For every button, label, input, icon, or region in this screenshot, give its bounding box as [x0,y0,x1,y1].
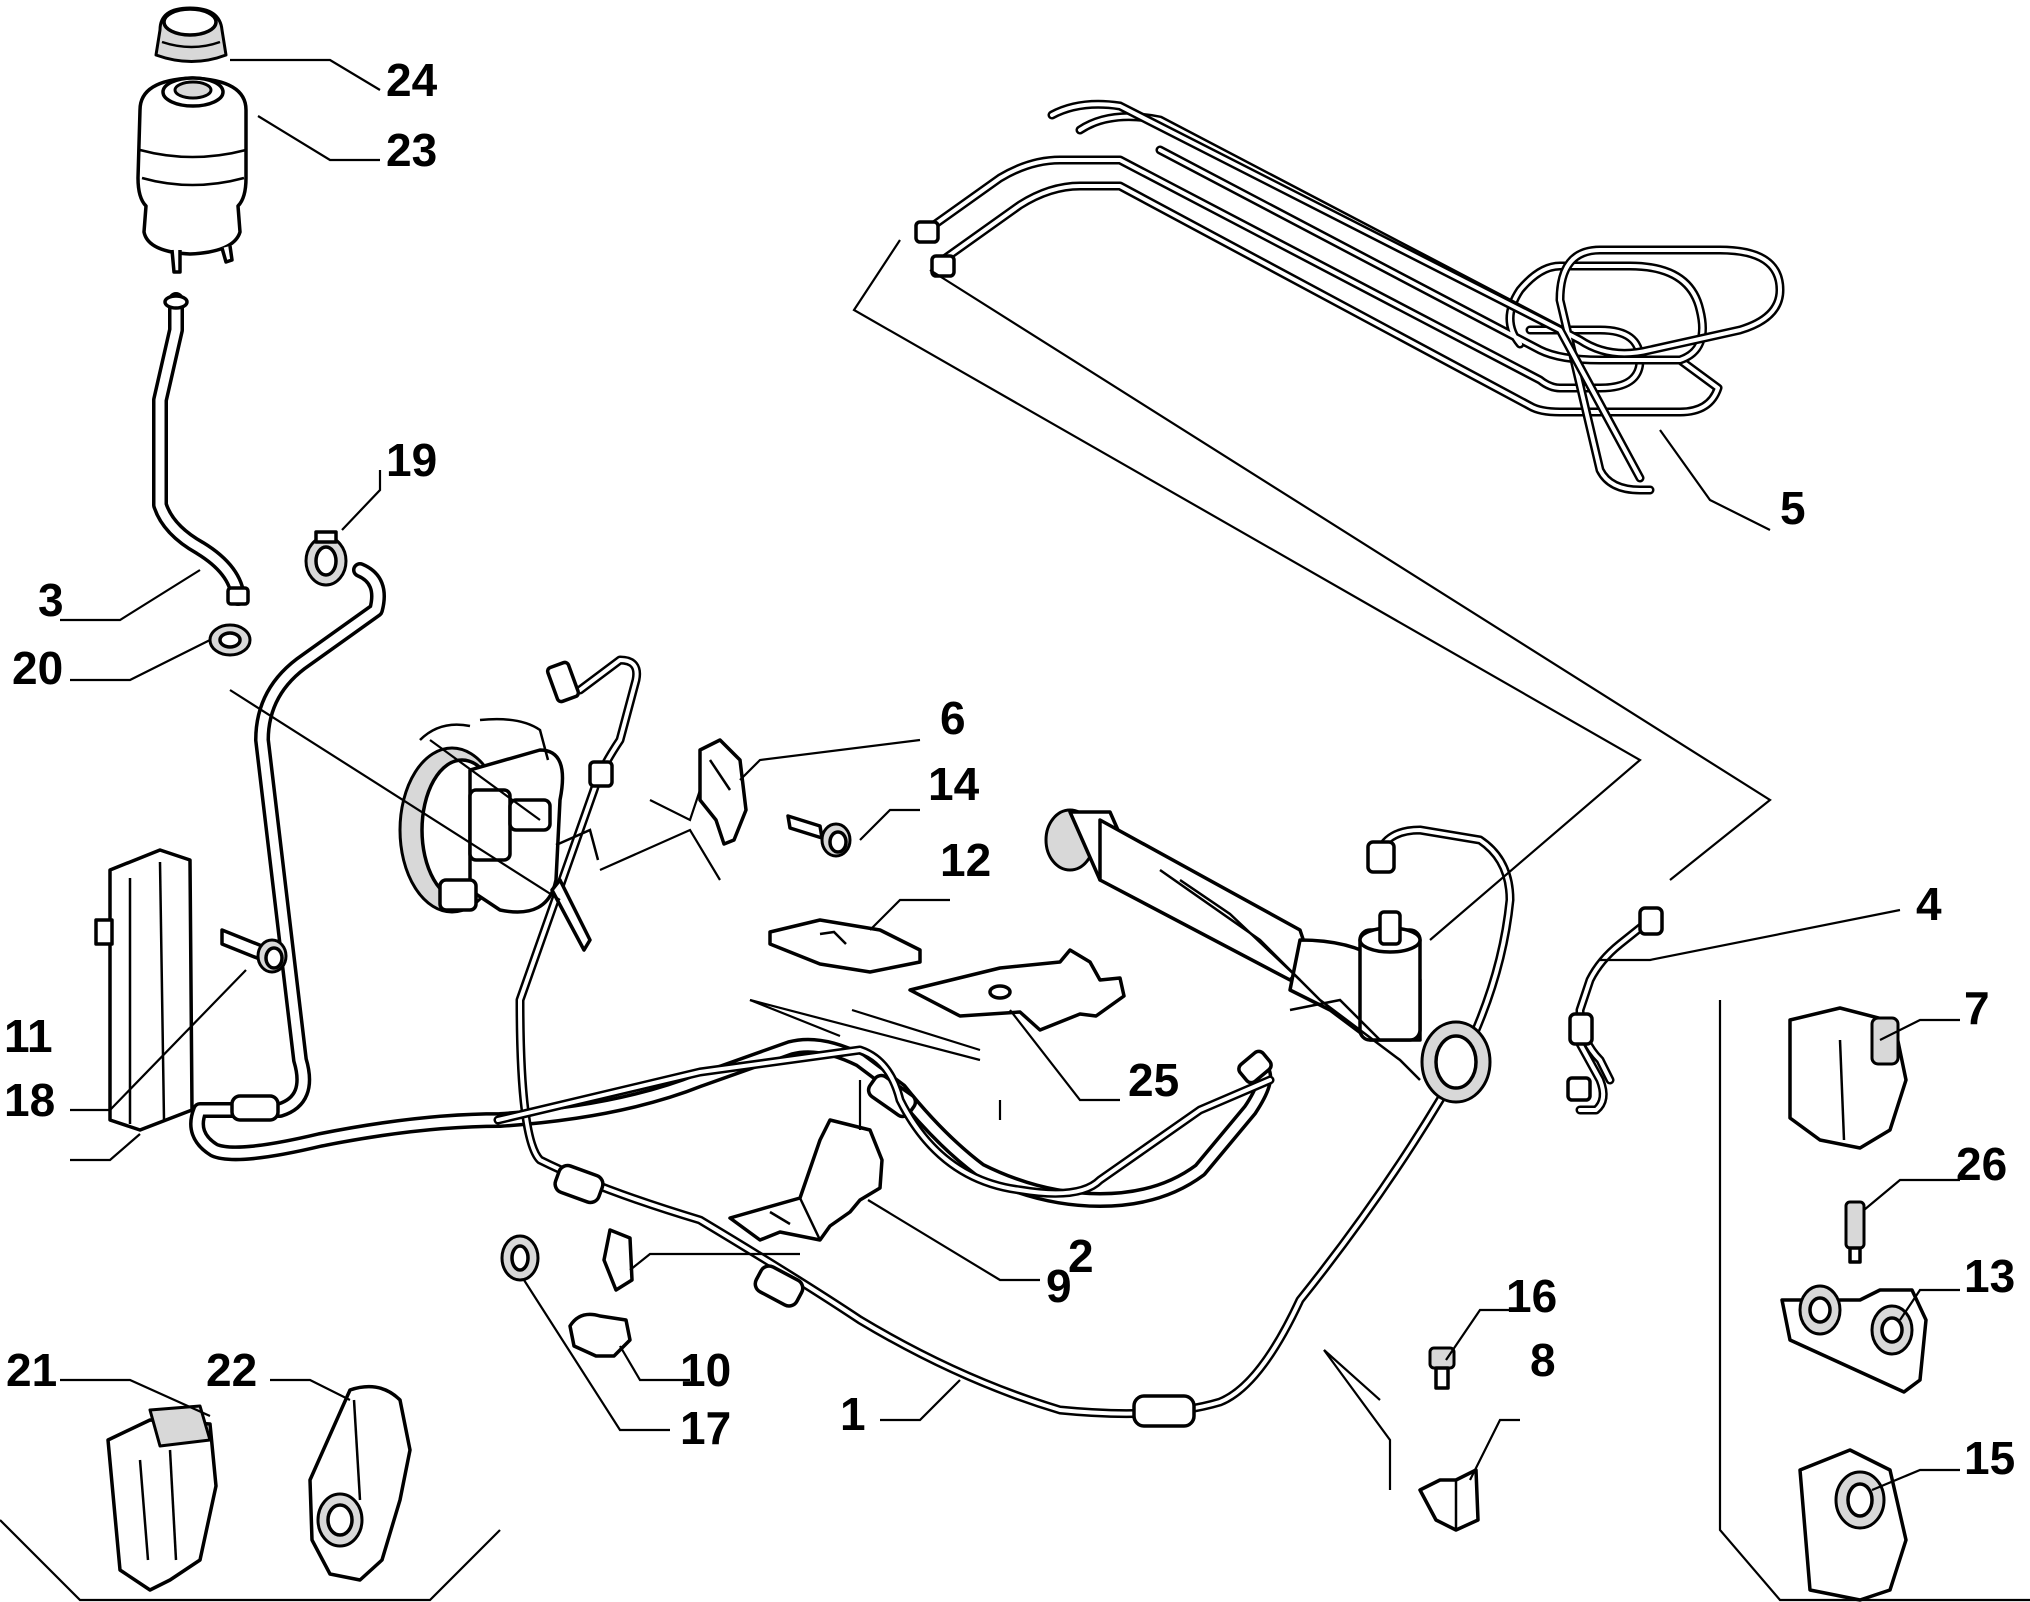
label-23: 23 [386,124,437,176]
label-18: 18 [4,1074,55,1126]
part-3-reservoir-hose [152,292,250,606]
label-22: 22 [206,1344,257,1396]
label-1: 1 [840,1388,866,1440]
part-16-bolt [1428,1346,1456,1390]
part-26-bolt [1844,1200,1866,1264]
label-13: 13 [1964,1250,2015,1302]
part-23-reservoir [136,76,248,274]
part-6-bracket [698,738,748,846]
label-11: 11 [4,1010,53,1062]
label-5: 5 [1780,482,1806,534]
part-14-bolt [786,814,852,858]
label-10: 10 [680,1344,731,1396]
steering-rack [1044,808,1492,1104]
part-19-hose-clamp [304,530,348,587]
part-24-reservoir-cap [154,6,228,63]
label-6: 6 [940,692,966,744]
label-15: 15 [1964,1432,2015,1484]
label-12: 12 [940,834,991,886]
leader-lines [60,58,1960,1492]
part-17-nut [500,1234,540,1282]
part-2-return-line [493,1045,1275,1198]
part-5-cooling-coil [914,99,1785,495]
part-9-bracket [728,1118,884,1242]
label-2: 2 [1068,1230,1094,1282]
label-4: 4 [1916,878,1942,930]
label-20: 20 [12,642,63,694]
label-21: 21 [6,1344,57,1396]
part-8-bracket [1418,1468,1480,1532]
part-7-clip [1788,1006,1908,1150]
part-25-bracket [908,948,1126,1032]
part-20-hose-clamp [208,623,252,657]
return-hose-main [189,562,1273,1208]
part-labels: 24 23 19 3 20 5 4 6 14 12 25 11 18 2 9 1… [4,54,2015,1484]
part-12-plate [768,918,922,974]
group-bracket-left [0,1519,501,1602]
power-steering-pump [398,717,600,952]
label-17: 17 [680,1402,731,1454]
label-16: 16 [1506,1270,1557,1322]
label-26: 26 [1956,1138,2007,1190]
label-9: 9 [1046,1260,1072,1312]
part-18-bolt [220,928,288,974]
part-4-pipe [1566,906,1664,1115]
part-22-clip [308,1384,412,1582]
part-11-bracket [94,848,194,1132]
part-1-pressure-pipe [515,655,1515,1428]
group-bracket-right [1718,1000,2030,1602]
label-8: 8 [1530,1334,1556,1386]
label-7: 7 [1964,982,1990,1034]
part-13-clip [1780,1284,1928,1394]
label-19: 19 [386,434,437,486]
part-10-clip [568,1228,634,1358]
label-25: 25 [1128,1054,1179,1106]
part-21-clip [106,1404,218,1592]
label-24: 24 [386,54,438,106]
label-14: 14 [928,758,980,810]
part-15-clip [1798,1448,1908,1602]
label-3: 3 [38,574,64,626]
